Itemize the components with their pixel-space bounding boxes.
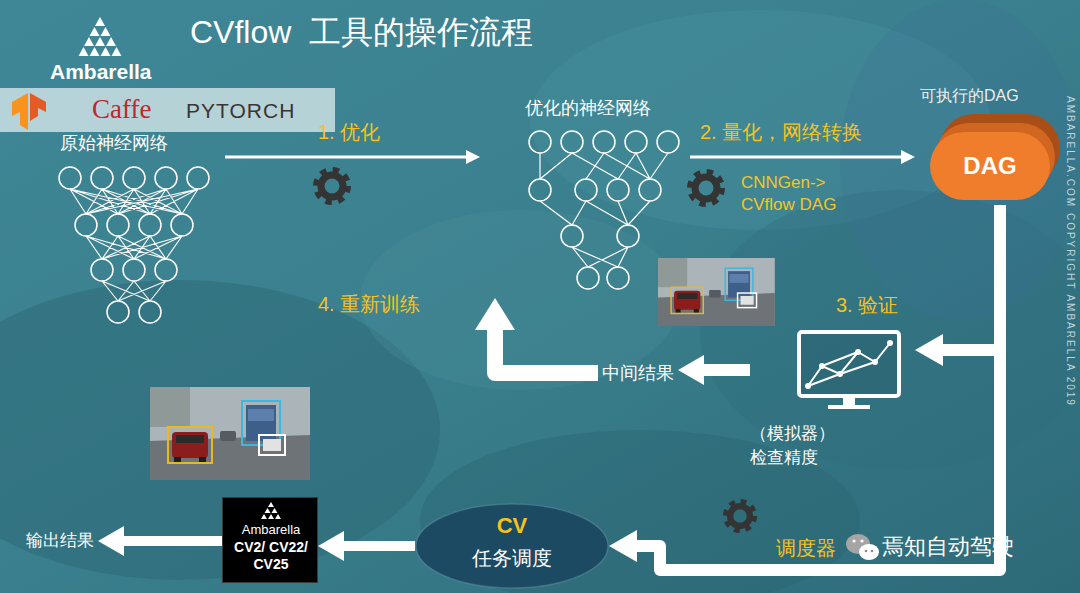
node-text: 原始神经网络 xyxy=(60,132,168,154)
node-text: （模拟器） 检查精度 xyxy=(750,422,845,470)
step-label: 1. 优化 xyxy=(318,120,380,144)
node-text: DAG xyxy=(930,146,1050,186)
chip-box: AmbarellaCV2/ CV22/ CV25 xyxy=(222,497,318,583)
node-text: 优化的神经网络 xyxy=(525,97,651,119)
arrow-head xyxy=(318,531,344,561)
logo-text: Ambarella xyxy=(50,60,152,84)
output-text: 输出结果 xyxy=(22,528,98,554)
node-text: CV2/ CV22/ CV25 xyxy=(227,539,315,573)
step-label: 3. 验证 xyxy=(836,292,898,319)
text-holder: CNNGen-> CVflow DAG xyxy=(741,172,866,216)
text-holder: CVflow 工具的操作流程 xyxy=(190,12,533,52)
node-text: Ambarella xyxy=(223,521,319,538)
arrow-line xyxy=(637,205,1000,570)
node-text: 中间结果 xyxy=(602,362,674,384)
text-holder: Caffe xyxy=(92,94,151,125)
text-holder: Ambarella xyxy=(50,60,152,84)
step-label: 2. 量化，网络转换 xyxy=(700,120,862,144)
text-holder: 焉知自动驾驶 xyxy=(882,532,1014,562)
arrow-line xyxy=(704,364,750,376)
arrow-head xyxy=(915,334,943,366)
simulator-group: （模拟器） 检查精度 xyxy=(750,325,915,475)
arrow-head xyxy=(901,150,915,164)
text-holder: 任务调度 xyxy=(415,545,609,571)
logo-text: Caffe xyxy=(92,94,151,125)
text-holder: PYTORCH xyxy=(186,99,295,123)
step-label: 调度器 xyxy=(776,536,836,560)
flow-arrow xyxy=(318,531,415,561)
text-holder: 3. 验证 xyxy=(836,292,898,319)
flow-arrow xyxy=(915,205,1000,366)
text-holder: Ambarella xyxy=(223,521,319,538)
text-holder: （模拟器） 检查精度 xyxy=(750,422,845,470)
text-holder: 调度器 xyxy=(776,536,836,560)
text-holder: 4. 重新训练 xyxy=(318,292,420,316)
text-holder: 优化的神经网络 xyxy=(525,97,651,119)
text-holder: DAG xyxy=(930,146,1050,186)
node-text: CV xyxy=(415,513,609,539)
arrow-line xyxy=(690,156,901,159)
text-holder: 原始神经网络 xyxy=(60,132,168,154)
text-holder: AMBARELLA.COM COPYRIGHT AMBARELLA 2019 xyxy=(1076,96,1080,107)
flow-arrow xyxy=(678,355,750,385)
tool-note: CNNGen-> CVflow DAG xyxy=(741,172,866,216)
result-text: 中间结果 xyxy=(598,360,678,386)
arrow-head xyxy=(678,355,704,385)
arrow-head xyxy=(466,150,480,164)
text-holder: 可执行的DAG xyxy=(920,86,1019,106)
copyright-watermark: AMBARELLA.COM COPYRIGHT AMBARELLA 2019 xyxy=(1065,96,1076,407)
arrow-line xyxy=(344,541,415,551)
slide-title: CVflow 工具的操作流程 xyxy=(190,12,533,52)
flow-arrow xyxy=(475,298,598,373)
arrow-line xyxy=(225,156,466,159)
network-group: 优化的神经网络 xyxy=(480,95,690,298)
flow-arrow xyxy=(225,150,480,164)
flow-arrow xyxy=(98,526,222,556)
logo-text: PYTORCH xyxy=(186,99,295,123)
arrow-head xyxy=(98,526,124,556)
text-holder: 1. 优化 xyxy=(318,120,380,144)
arrow-head xyxy=(609,530,637,562)
text-holder: 2. 量化，网络转换 xyxy=(700,120,862,144)
flow-arrow xyxy=(690,150,915,164)
node-text: 任务调度 xyxy=(415,545,609,571)
flow-arrow xyxy=(609,205,1000,570)
scheduler-ellipse: CV 任务调度 xyxy=(415,503,609,589)
arrow-line xyxy=(495,330,598,373)
arrow-line xyxy=(943,205,1000,350)
text-holder: CV xyxy=(415,513,609,539)
arrow-head xyxy=(475,298,515,330)
step-label: 4. 重新训练 xyxy=(318,292,420,316)
node-text: 可执行的DAG xyxy=(920,86,1019,106)
dag-stack: 可执行的DAG DAG xyxy=(915,86,1062,205)
network-group: 原始神经网络 xyxy=(50,128,225,328)
node-text: 输出结果 xyxy=(26,530,94,552)
chip-logo xyxy=(256,502,286,522)
text-holder: CV2/ CV22/ CV25 xyxy=(227,539,315,573)
arrow-line xyxy=(124,536,222,546)
source-watermark: 焉知自动驾驶 xyxy=(882,532,1014,562)
